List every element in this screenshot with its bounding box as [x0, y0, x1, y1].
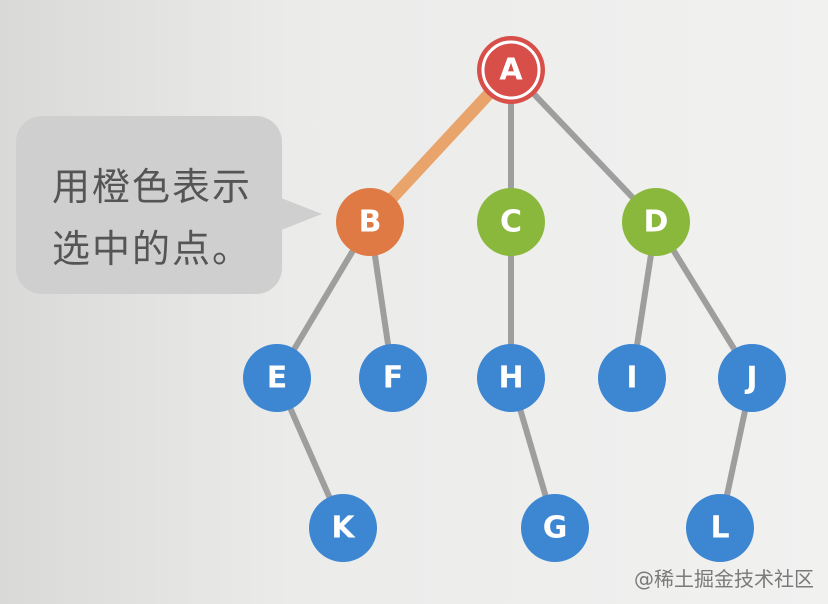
- node-label-e: E: [267, 361, 288, 396]
- callout-text: 用橙色表示 选中的点。: [52, 156, 262, 280]
- node-b: B: [336, 188, 404, 256]
- node-label-b: B: [359, 205, 382, 240]
- node-d: D: [622, 188, 690, 256]
- node-circle-f: [359, 344, 427, 412]
- root-ring: [481, 40, 541, 100]
- node-label-k: K: [331, 511, 356, 546]
- node-i: I: [598, 344, 666, 412]
- edge-a-b: [364, 64, 517, 228]
- node-circle-j: [718, 344, 786, 412]
- node-a: A: [477, 36, 545, 104]
- node-j: J: [718, 344, 786, 412]
- node-circle-a: [477, 36, 545, 104]
- node-f: F: [359, 344, 427, 412]
- node-circle-h: [477, 344, 545, 412]
- node-circle-d: [622, 188, 690, 256]
- node-circle-k: [309, 494, 377, 562]
- node-g: G: [521, 494, 589, 562]
- node-circle-i: [598, 344, 666, 412]
- node-label-d: D: [644, 205, 669, 240]
- node-h: H: [477, 344, 545, 412]
- node-label-a: A: [499, 53, 523, 88]
- node-label-j: J: [744, 361, 757, 396]
- callout-bubble: [16, 116, 282, 294]
- node-e: E: [243, 344, 311, 412]
- edges-layer: [274, 64, 755, 531]
- node-label-c: C: [500, 205, 522, 240]
- node-circle-e: [243, 344, 311, 412]
- node-label-h: H: [498, 361, 523, 396]
- callout-pointer: [276, 196, 322, 232]
- node-label-f: F: [383, 361, 404, 396]
- nodes-layer: A B C D E F H I J K G L: [243, 36, 786, 562]
- edge-a-d: [508, 67, 659, 225]
- node-circle-b: [336, 188, 404, 256]
- node-l: L: [686, 494, 754, 562]
- watermark: @稀土掘金技术社区: [634, 567, 814, 591]
- node-circle-g: [521, 494, 589, 562]
- node-label-g: G: [543, 511, 568, 546]
- callout-line-1: 用橙色表示: [52, 165, 253, 209]
- node-label-l: L: [710, 511, 729, 546]
- node-c: C: [477, 188, 545, 256]
- callout-line-2: 选中的点。: [52, 227, 253, 271]
- node-circle-c: [477, 188, 545, 256]
- node-k: K: [309, 494, 377, 562]
- node-label-i: I: [626, 361, 637, 396]
- node-circle-l: [686, 494, 754, 562]
